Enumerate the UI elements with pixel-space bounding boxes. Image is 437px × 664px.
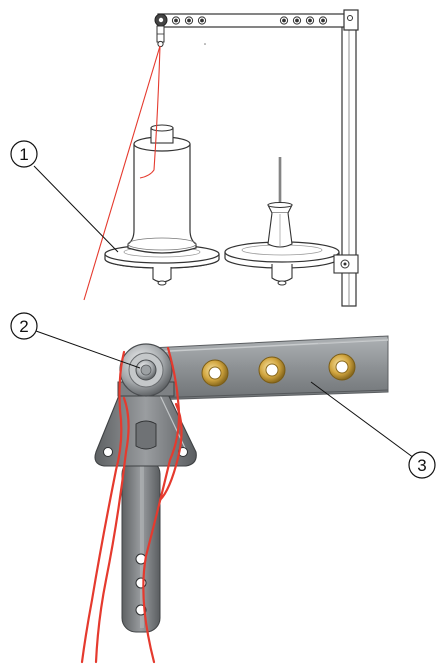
callout-1-number: 1	[19, 145, 28, 164]
eyelet	[201, 359, 229, 387]
thread-stand-illustration	[83, 9, 359, 307]
thread-guide-photo-detail	[80, 335, 389, 664]
callout-1: 1	[10, 140, 119, 253]
thread-cone	[127, 124, 197, 254]
right-spool-disc	[224, 241, 359, 286]
callout-3-number: 3	[417, 456, 426, 475]
adjustment-plate	[121, 459, 161, 633]
top-guide-bar	[157, 9, 359, 31]
callout-3: 3	[310, 381, 436, 479]
eyelet	[258, 356, 286, 384]
spool-spindle	[267, 157, 293, 248]
callout-2: 2	[10, 312, 141, 369]
thread-guide	[154, 13, 206, 48]
guide-nut	[117, 343, 175, 397]
thread-line-top	[83, 45, 161, 301]
thread-line-photo	[80, 346, 183, 664]
eyelet	[328, 353, 356, 381]
callout-2-number: 2	[19, 317, 28, 336]
